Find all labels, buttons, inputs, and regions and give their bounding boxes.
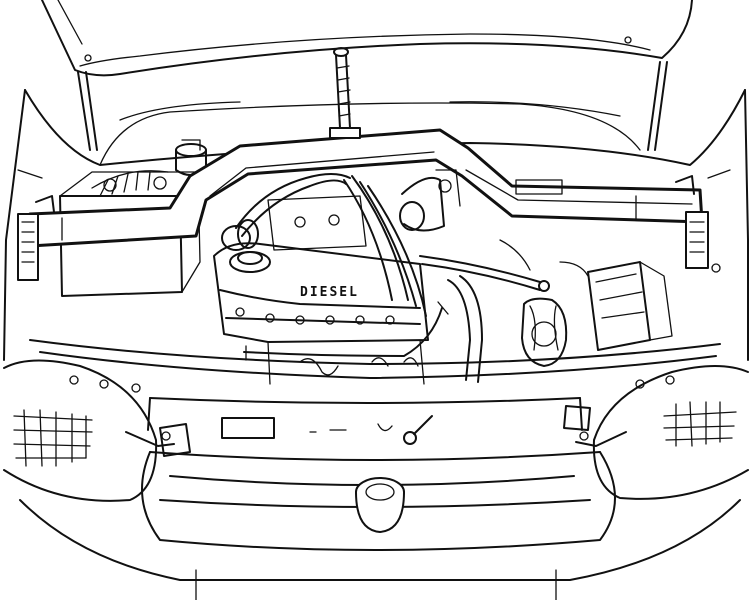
right-support-foot: [675, 175, 721, 273]
left-support-foot: [17, 195, 55, 281]
fuel-filter: [521, 297, 568, 367]
fuel-line: [419, 255, 550, 292]
left-headlamp: [3, 359, 175, 502]
front-bumper-plug: [355, 477, 405, 533]
right-headlamp: [575, 365, 749, 500]
lamp-brackets: [159, 405, 591, 457]
open-hood: [41, 0, 693, 77]
fuse-box: [587, 261, 673, 351]
hood-struts: [77, 61, 668, 151]
engine-support-bar: [28, 47, 704, 248]
body-outline: [3, 89, 749, 361]
intake-duct: [399, 169, 461, 232]
lifting-chains: [221, 173, 427, 317]
throttle-cable: [243, 301, 449, 361]
engine-cover-lettering: DIESEL: [300, 285, 359, 300]
right-hoses: [447, 239, 589, 383]
valve-cover: [267, 195, 367, 251]
front-crossmember: [29, 339, 721, 445]
engine-block: DIESEL: [213, 242, 429, 385]
fan-segment: [91, 170, 169, 197]
